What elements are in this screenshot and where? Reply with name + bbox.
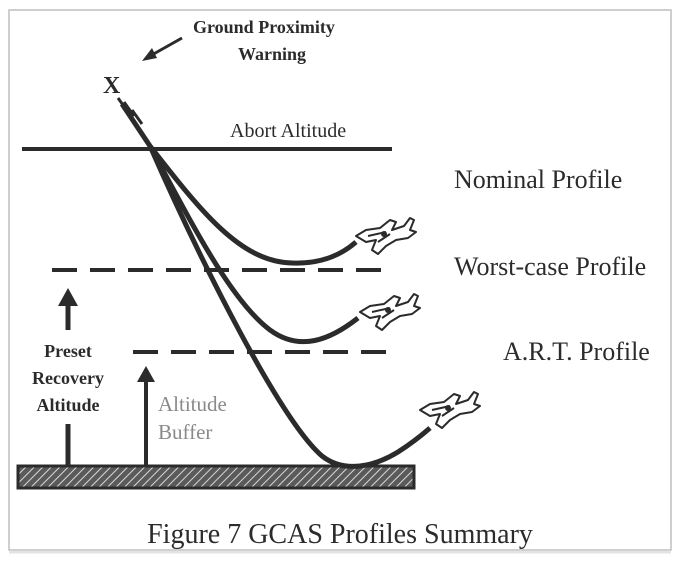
preset-arrowhead — [58, 288, 78, 306]
buffer-arrowhead — [137, 366, 155, 382]
preset-label-line1: Preset — [44, 341, 92, 361]
preset-label-line3: Altitude — [37, 395, 100, 415]
art-profile-curve — [147, 144, 432, 469]
nominal-profile-curve — [119, 102, 358, 266]
ground-strip — [16, 464, 416, 490]
art-profile-label: A.R.T. Profile — [503, 337, 650, 366]
buffer-label-line2: Buffer — [158, 420, 212, 444]
preset-label-line2: Recovery — [32, 368, 104, 388]
warning-label-line1: Ground Proximity — [193, 17, 335, 37]
warning-arrowhead — [142, 48, 157, 61]
warning-label-line2: Warning — [238, 44, 306, 64]
warning-marker: X — [103, 73, 121, 99]
nominal-profile-label: Nominal Profile — [454, 165, 622, 194]
buffer-label-line1: Altitude — [158, 392, 227, 416]
figure-caption: Figure 7 GCAS Profiles Summary — [147, 519, 533, 550]
warning-arrow — [149, 36, 183, 58]
worst-case-profile-label: Worst-case Profile — [454, 252, 646, 281]
trajectory-start-marks — [116, 97, 144, 125]
worst-case-profile-curve — [147, 144, 360, 345]
abort-altitude-label: Abort Altitude — [230, 120, 346, 142]
